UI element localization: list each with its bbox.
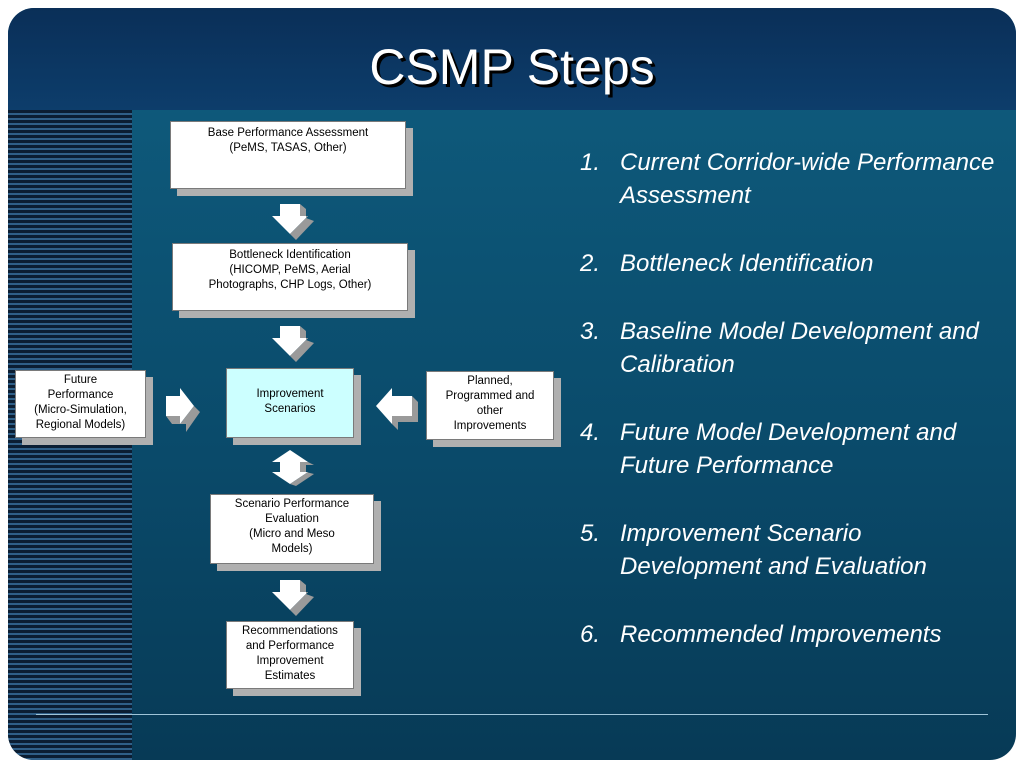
planned-improvements-box: Planned, Programmed and other Improvemen… — [426, 371, 554, 440]
box-line: Recommendations — [242, 625, 338, 637]
steps-list: 1. Current Corridor-wide Performance Ass… — [580, 146, 1000, 686]
step-item: 5. Improvement Scenario Development and … — [580, 517, 1000, 583]
step-number: 5. — [580, 520, 601, 547]
right-arrow-icon — [166, 388, 200, 432]
step-text: Baseline Model Development and Calibrati… — [620, 318, 979, 378]
down-arrow-icon — [272, 326, 314, 362]
box-line: Planned, — [467, 375, 513, 387]
box-line: (PeMS, TASAS, Other) — [229, 142, 347, 154]
step-number: 3. — [580, 318, 601, 345]
box-line: other — [476, 405, 504, 417]
step-number: 4. — [580, 419, 601, 446]
scenario-evaluation-box: Scenario Performance Evaluation (Micro a… — [210, 494, 374, 564]
box-line: and Performance — [245, 640, 335, 652]
box-line: Models) — [271, 543, 313, 555]
step-item: 3. Baseline Model Development and Calibr… — [580, 315, 1000, 381]
down-arrow-icon — [272, 580, 314, 616]
box-line: Scenarios — [264, 403, 316, 415]
box-line: Performance — [47, 389, 114, 401]
step-text: Bottleneck Identification — [620, 250, 874, 277]
step-number: 1. — [580, 149, 601, 176]
box-line: Regional Models) — [35, 419, 126, 431]
left-arrow-icon — [376, 388, 418, 430]
title-bar: CSMP Steps — [8, 8, 1016, 110]
box-line: Base Performance Assessment — [207, 127, 369, 139]
step-number: 2. — [580, 250, 601, 277]
box-line: Evaluation — [265, 513, 319, 525]
box-line: Programmed and — [445, 390, 535, 402]
step-text: Recommended Improvements — [620, 621, 942, 648]
bidirectional-arrow-icon — [272, 450, 314, 486]
step-text: Current Corridor-wide Performance Assess… — [620, 149, 995, 209]
down-arrow-icon — [272, 204, 314, 240]
box-line: (Micro-Simulation, — [34, 404, 127, 416]
step-item: 4. Future Model Development and Future P… — [580, 416, 1000, 482]
step-text: Improvement Scenario Development and Eva… — [620, 520, 927, 580]
footer-divider — [36, 714, 988, 715]
step-number: 6. — [580, 621, 601, 648]
box-line: Bottleneck Identification — [229, 249, 351, 261]
box-line: Estimates — [264, 670, 316, 682]
future-performance-box: Future Performance (Micro-Simulation, Re… — [15, 370, 146, 438]
box-line: Photographs, CHP Logs, Other) — [208, 279, 372, 291]
slide: CSMP Steps Base Performance Assessment (… — [8, 8, 1016, 760]
box-line: Improvement — [256, 388, 324, 400]
box-line: (Micro and Meso — [249, 528, 335, 540]
step-item: 6. Recommended Improvements — [580, 618, 1000, 651]
step-text: Future Model Development and Future Perf… — [620, 419, 957, 479]
bottleneck-identification-box: Bottleneck Identification (HICOMP, PeMS,… — [172, 243, 408, 311]
box-line: (HICOMP, PeMS, Aerial — [229, 264, 351, 276]
box-line: Improvement — [256, 655, 324, 667]
base-performance-box: Base Performance Assessment (PeMS, TASAS… — [170, 121, 406, 189]
box-line: Improvements — [453, 420, 527, 432]
box-line: Scenario Performance — [234, 498, 350, 510]
step-item: 1. Current Corridor-wide Performance Ass… — [580, 146, 1000, 212]
improvement-scenarios-box: Improvement Scenarios — [226, 368, 354, 438]
recommendations-box: Recommendations and Performance Improvem… — [226, 621, 354, 689]
slide-title: CSMP Steps — [369, 39, 655, 95]
box-line: Future — [63, 374, 98, 386]
step-item: 2. Bottleneck Identification — [580, 247, 1000, 280]
